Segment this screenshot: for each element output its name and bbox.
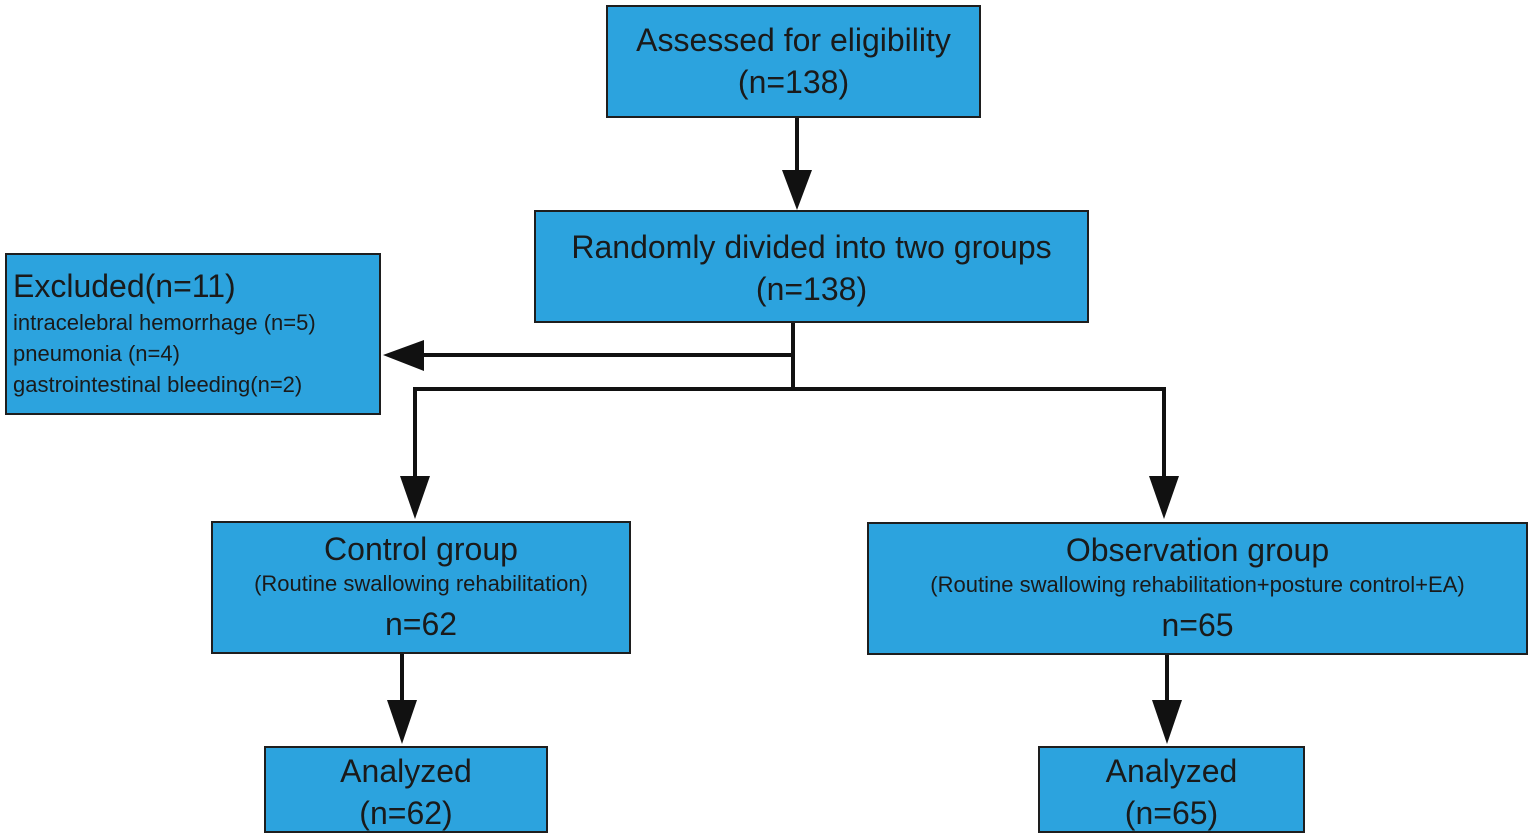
arrowhead-observation (1149, 476, 1179, 519)
assessed-box: Assessed for eligibility (n=138) (606, 5, 981, 118)
assessed-count: (n=138) (737, 64, 850, 100)
control-title: Control group (324, 531, 518, 567)
analyzed-observation-count: (n=65) (1124, 795, 1219, 831)
observation-count: n=65 (1161, 607, 1234, 643)
analyzed-control-box: Analyzed (n=62) (264, 746, 548, 833)
excluded-title: Excluded(n=11) (13, 268, 236, 304)
excluded-reason: pneumonia (n=4) (13, 341, 180, 366)
analyzed-observation-box: Analyzed (n=65) (1038, 746, 1305, 833)
excluded-reason: intracelebral hemorrhage (n=5) (13, 310, 316, 335)
control-count: n=62 (384, 606, 458, 642)
observation-group-box: Observation group (Routine swallowing re… (867, 522, 1528, 655)
randomized-title: Randomly divided into two groups (571, 229, 1052, 265)
excluded-box: Excluded(n=11) intracelebral hemorrhage … (5, 253, 381, 415)
observation-detail: (Routine swallowing rehabilitation+postu… (930, 572, 1465, 597)
arrowhead-excluded (383, 340, 424, 371)
analyzed-control-count: (n=62) (359, 795, 453, 831)
assessed-title: Assessed for eligibility (636, 22, 951, 58)
control-group-box: Control group (Routine swallowing rehabi… (211, 521, 631, 654)
analyzed-observation-title: Analyzed (1105, 753, 1238, 789)
arrowhead-control (400, 476, 430, 519)
arrowhead-analyzed-observation (1152, 700, 1182, 744)
arrowhead-analyzed-control (387, 700, 417, 744)
randomized-count: (n=138) (755, 271, 868, 307)
control-detail: (Routine swallowing rehabilitation) (254, 571, 588, 596)
observation-title: Observation group (1065, 532, 1330, 568)
arrowhead-randomized (782, 170, 812, 210)
randomized-box: Randomly divided into two groups (n=138) (534, 210, 1089, 323)
excluded-reason: gastrointestinal bleeding(n=2) (13, 372, 303, 397)
analyzed-control-title: Analyzed (340, 753, 472, 789)
